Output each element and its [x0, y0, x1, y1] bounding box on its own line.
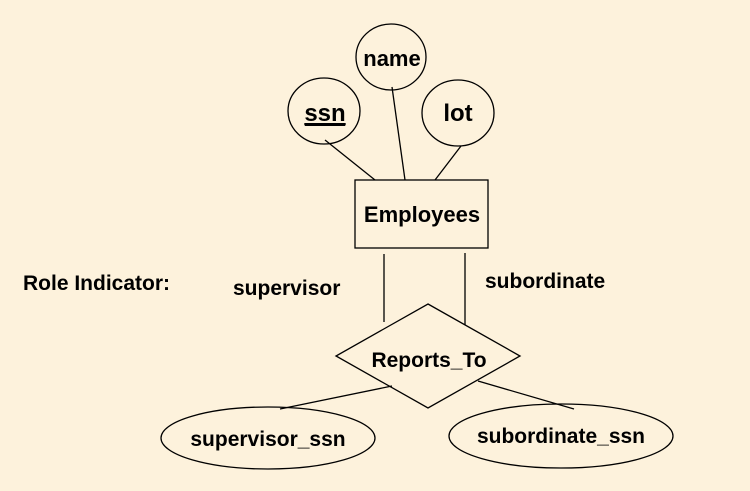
entity-employees-box [354, 179, 489, 249]
attribute-supervisor-ssn-label: supervisor_ssn [190, 428, 345, 451]
edge-reports-to-subordinate-ssn [477, 380, 575, 410]
attribute-supervisor-ssn-ellipse [160, 406, 376, 470]
relationship-reports-to-diamond [334, 303, 522, 409]
attribute-lot-ellipse [421, 79, 495, 147]
edge-reports-to-supervisor-ssn [279, 385, 393, 410]
entity-employees-label: Employees [364, 202, 480, 227]
role-indicator-label: Role Indicator: [23, 272, 170, 295]
attribute-name-label: name [363, 46, 420, 71]
role-subordinate-label: subordinate [485, 270, 605, 293]
attribute-ssn-ellipse [287, 77, 361, 145]
edge-name-employees [391, 86, 406, 181]
attribute-subordinate-ssn-label: subordinate_ssn [477, 425, 645, 448]
relationship-reports-to-label: Reports_To [371, 349, 486, 372]
attribute-name-ellipse [355, 23, 427, 91]
attribute-subordinate-ssn-ellipse [448, 403, 674, 469]
connectors [279, 86, 575, 410]
edge-lot-employees [434, 145, 462, 181]
attribute-lot-label: lot [443, 100, 472, 127]
role-supervisor-label: supervisor [233, 277, 340, 300]
attribute-ssn-label: ssn [304, 100, 345, 127]
edge-ssn-employees [324, 139, 376, 181]
